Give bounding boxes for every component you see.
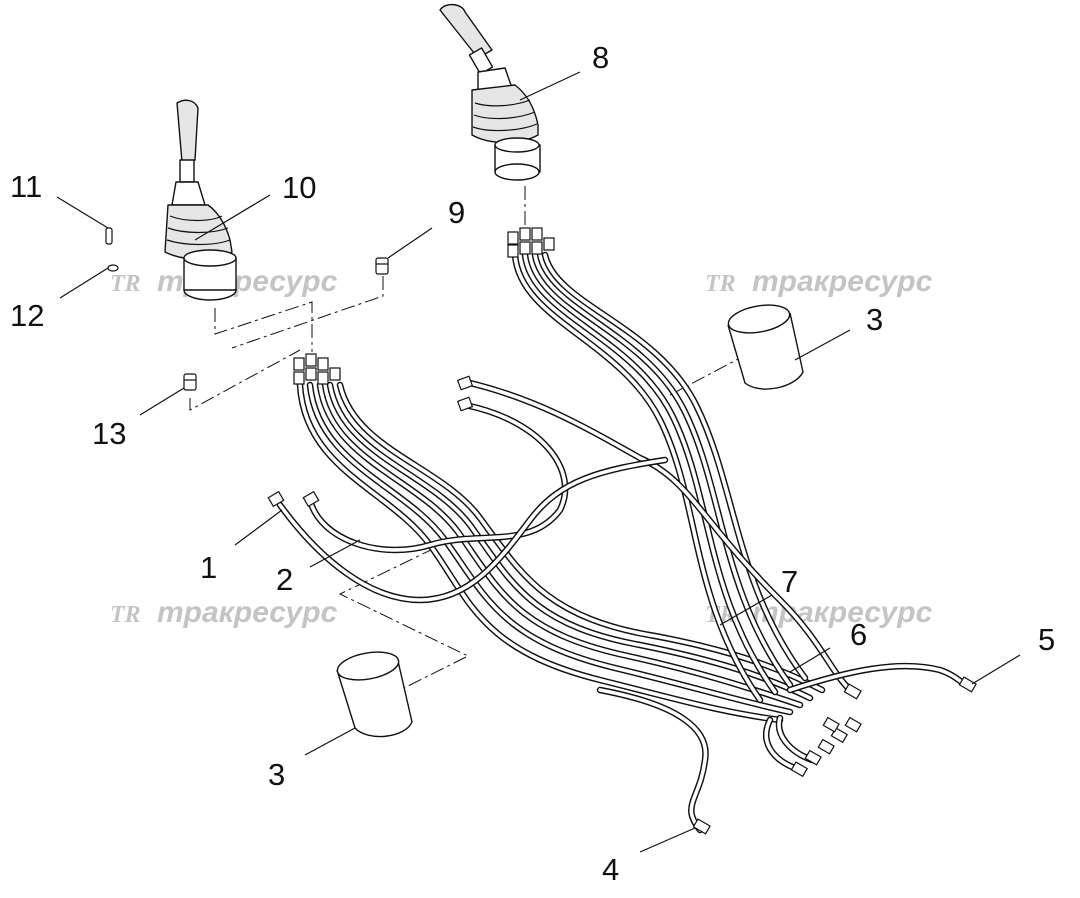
callout-3-upper: 3 [866, 302, 883, 337]
right-hose-bundle [511, 251, 809, 704]
callout-5: 5 [1038, 622, 1055, 657]
callout-1: 1 [200, 550, 217, 585]
callout-2: 2 [276, 562, 293, 597]
watermark-logo: TR [110, 602, 141, 628]
pin-11 [105, 227, 113, 245]
watermark-mid-left: TR тракресурс [110, 596, 338, 629]
left-joystick [164, 99, 237, 301]
leader-lines [56, 71, 1021, 853]
left-hose-bundle [296, 381, 826, 724]
fitting-13 [183, 373, 197, 391]
callout-4: 4 [602, 852, 619, 887]
callout-6: 6 [850, 617, 867, 652]
watermark-top-right: TR тракресурс [705, 265, 933, 298]
single-hoses [276, 379, 972, 834]
sleeve-upper [727, 304, 804, 390]
left-bundle-top-fittings [293, 353, 341, 385]
callout-8: 8 [592, 40, 609, 75]
right-joystick [439, 3, 541, 181]
hose-end-fittings [267, 375, 977, 835]
assembly-lines [189, 186, 741, 691]
callout-7: 7 [781, 564, 798, 599]
callout-13: 13 [92, 416, 126, 451]
callout-12: 12 [10, 298, 44, 333]
fitting-9 [375, 257, 389, 275]
callout-numbers: 1 2 3 3 4 5 6 7 8 9 10 11 12 13 [10, 40, 1055, 887]
watermark-logo: TR [705, 271, 736, 297]
callout-3-lower: 3 [268, 757, 285, 792]
callout-11: 11 [10, 169, 42, 204]
watermark-logo: TR [110, 271, 141, 297]
callout-9: 9 [448, 195, 465, 230]
callout-10: 10 [282, 170, 316, 205]
washer-12 [107, 264, 119, 272]
right-bundle-top-fittings [507, 227, 555, 258]
sleeve-lower [336, 651, 413, 738]
watermark-text: тракресурс [752, 265, 933, 298]
watermark-text: тракресурс [157, 596, 338, 629]
